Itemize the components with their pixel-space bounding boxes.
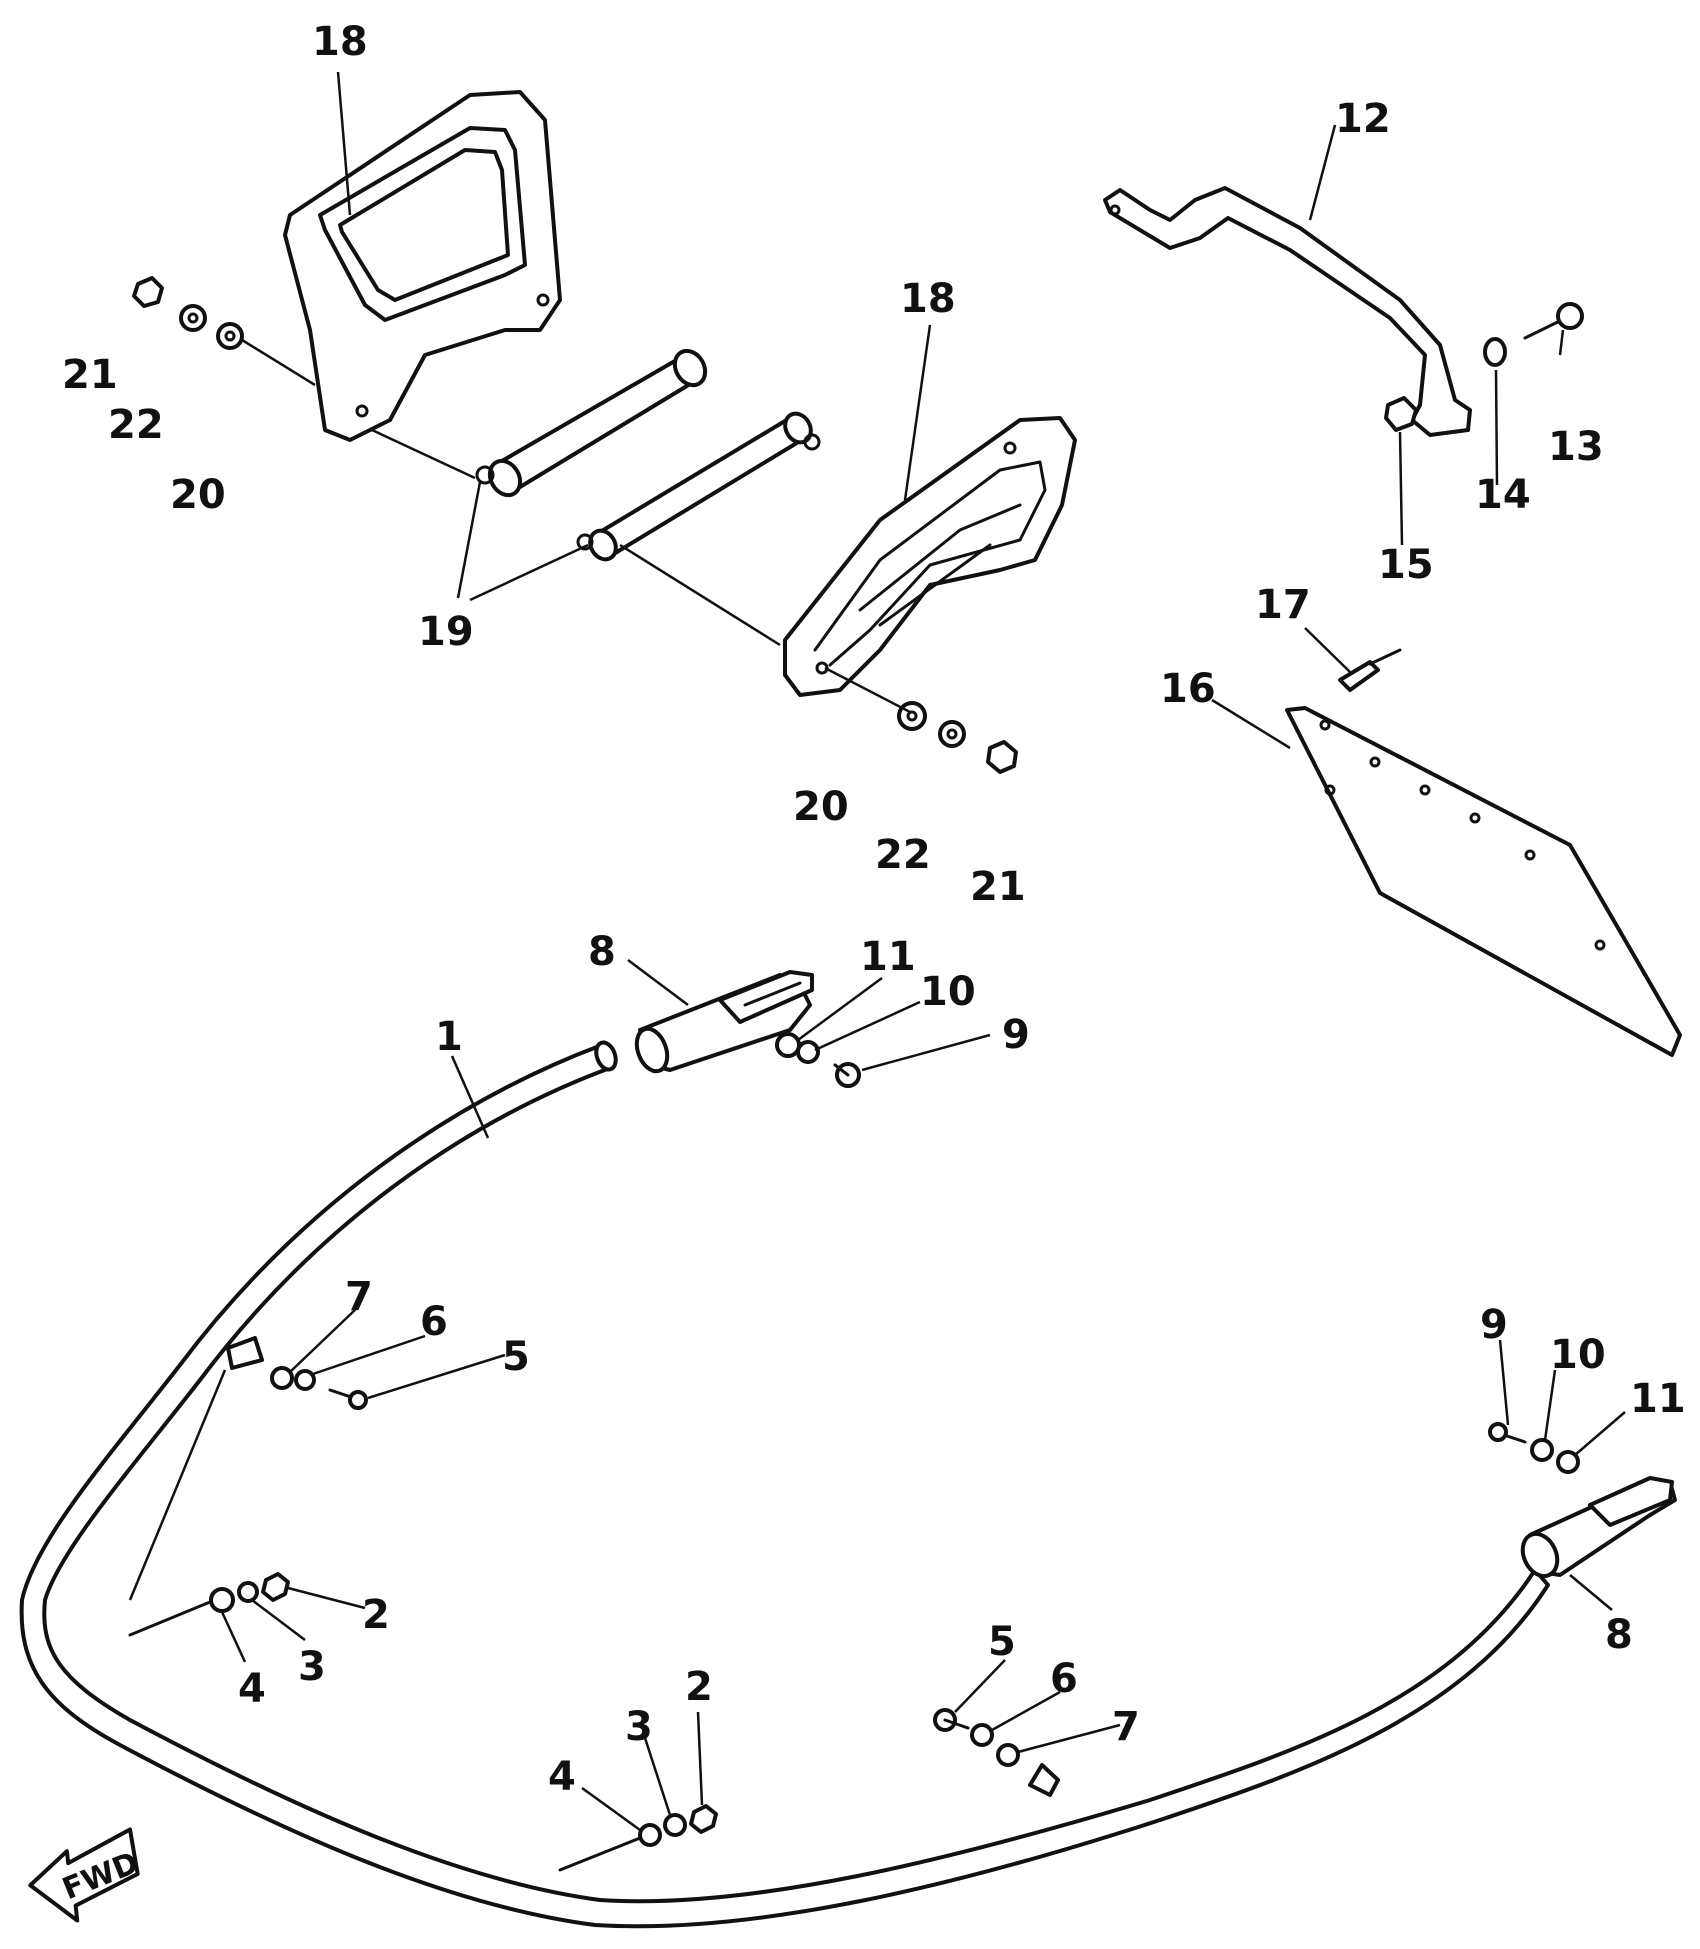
washer-20-upper (216, 322, 244, 350)
spacer-7-lower (1028, 1763, 1060, 1797)
washer-10-upper (796, 1040, 820, 1064)
callout-4a: 4 (238, 1666, 266, 1712)
callout-11b: 11 (1630, 1376, 1686, 1422)
spacer-7-left (226, 1336, 264, 1370)
washer-11-lower (1556, 1450, 1580, 1474)
callout-5b: 5 (988, 1619, 1016, 1665)
fwd-arrow-icon: FWD (28, 1827, 144, 1923)
callout-9a: 9 (1002, 1012, 1030, 1058)
callout-20b: 20 (793, 784, 849, 830)
callout-2b: 2 (685, 1664, 713, 1710)
callout-18a: 18 (312, 19, 368, 65)
callout-6b: 6 (1050, 1656, 1078, 1702)
callout-9b: 9 (1480, 1302, 1508, 1348)
nut-21-lower (986, 740, 1018, 774)
callout-10b: 10 (1550, 1332, 1606, 1378)
callout-5a: 5 (502, 1334, 530, 1380)
callout-1: 1 (435, 1014, 463, 1060)
washer-14 (1483, 337, 1507, 367)
bracket-18-left (283, 90, 562, 442)
bolt-9-lower (1488, 1422, 1527, 1444)
washer-10-lower (1530, 1438, 1554, 1462)
washer-11-upper (775, 1032, 801, 1058)
washer-6-left (270, 1366, 294, 1390)
callout-4b: 4 (548, 1754, 576, 1800)
nut-15 (1384, 396, 1418, 432)
callout-14: 14 (1475, 472, 1531, 518)
callout-8b: 8 (1605, 1612, 1633, 1658)
callout-17: 17 (1255, 582, 1311, 628)
bolt-5-left (328, 1388, 368, 1410)
callout-8a: 8 (588, 929, 616, 975)
callout-12: 12 (1335, 96, 1391, 142)
callout-20a: 20 (170, 472, 226, 518)
callout-3b: 3 (625, 1704, 653, 1750)
callout-11a: 11 (860, 934, 916, 980)
washer-22-upper (179, 304, 207, 332)
washer-5-left-w (294, 1369, 316, 1391)
callout-18b: 18 (900, 276, 956, 322)
washer-3-left (237, 1581, 259, 1603)
washer-20-lower (897, 701, 927, 731)
washer-6-lower (970, 1723, 994, 1747)
pin-19-lower (576, 411, 821, 562)
callout-10a: 10 (920, 969, 976, 1015)
bolt-stud-4-lower (558, 1823, 662, 1872)
nut-2-lower (689, 1804, 718, 1834)
callout-7a: 7 (345, 1274, 373, 1320)
callout-16: 16 (1160, 666, 1216, 712)
callout-21a: 21 (62, 352, 118, 398)
frame-tube-1 (19, 1040, 1550, 1929)
bracket-rod-12 (1103, 186, 1472, 437)
callout-2a: 2 (362, 1592, 390, 1638)
callout-13: 13 (1548, 424, 1604, 470)
callout-7b: 7 (1112, 1704, 1140, 1750)
nut-21-upper (132, 276, 164, 308)
callout-22b: 22 (875, 832, 931, 878)
callout-22a: 22 (108, 402, 164, 448)
callout-15: 15 (1378, 542, 1434, 588)
callout-19: 19 (418, 609, 474, 655)
coupler-8-lower (1520, 1476, 1677, 1579)
callout-21b: 21 (970, 864, 1026, 910)
washer-22-lower (938, 720, 966, 748)
plate-16 (1285, 706, 1682, 1057)
nut-2-left (261, 1572, 290, 1602)
rivet-17 (1338, 648, 1402, 692)
bolt-13 (1523, 302, 1584, 340)
pin-19-upper (475, 348, 708, 498)
bolt-stud-4-left (128, 1587, 235, 1637)
bolt-5-lower (933, 1708, 970, 1732)
callout-3a: 3 (298, 1644, 326, 1690)
bracket-18-right (783, 416, 1077, 697)
callout-6a: 6 (420, 1299, 448, 1345)
washer-7-lower (996, 1743, 1020, 1767)
washer-3-lower (663, 1813, 687, 1837)
coupler-8-upper (634, 970, 814, 1074)
bolt-9-upper (833, 1062, 861, 1088)
